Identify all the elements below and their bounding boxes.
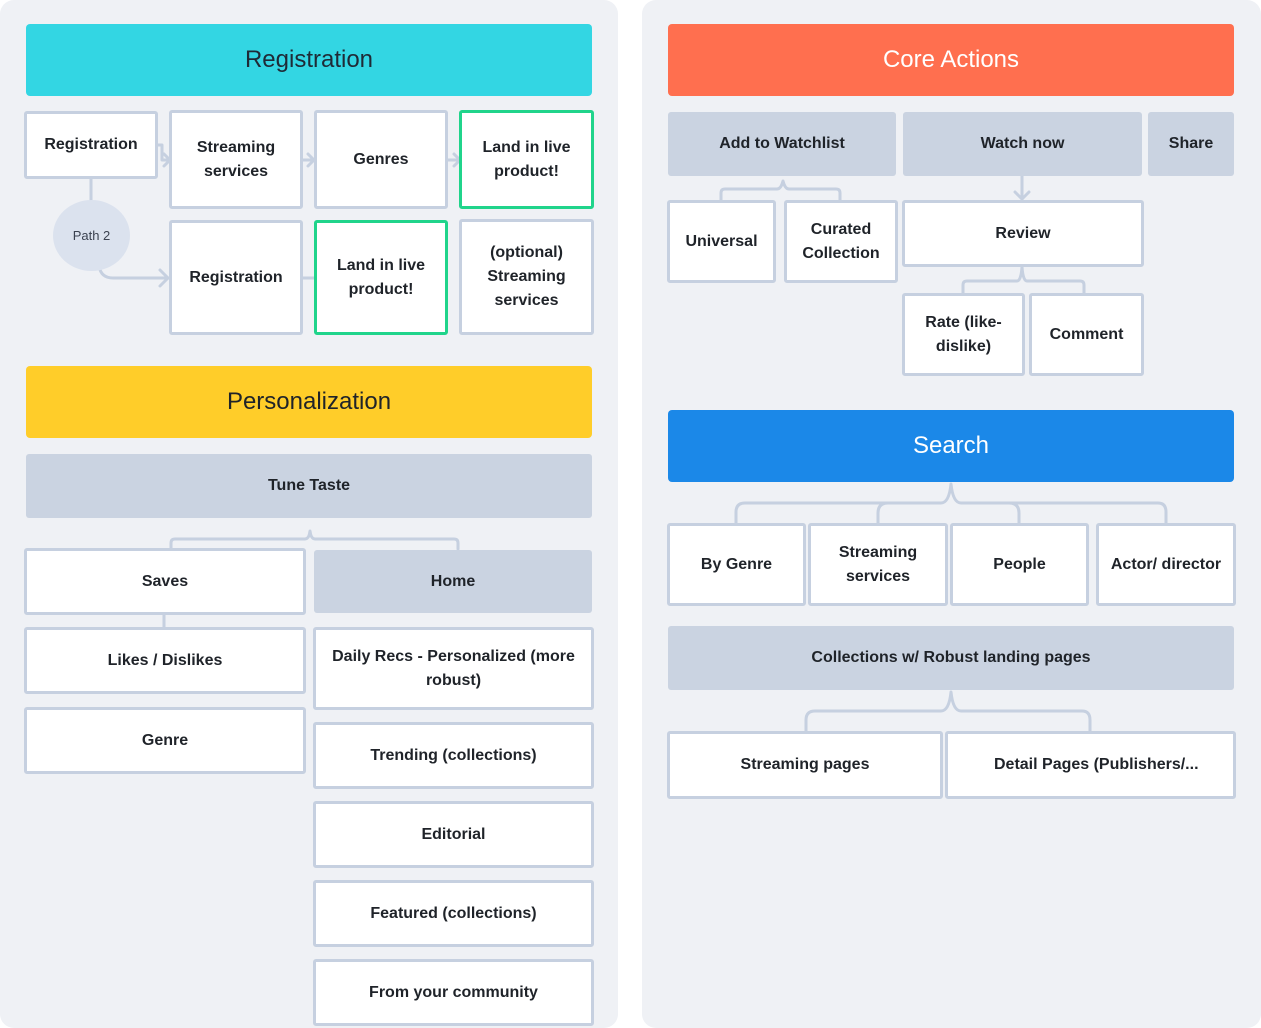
rate-like-dislike: Rate (like-dislike) bbox=[902, 293, 1025, 376]
search-title: Search bbox=[912, 432, 990, 459]
path2-optional-streaming: (optional) Streaming services bbox=[459, 219, 594, 335]
reg-step-registration: Registration bbox=[24, 111, 158, 179]
share: Share bbox=[1148, 112, 1234, 176]
saves-likes-dislikes: Likes / Dislikes bbox=[24, 627, 306, 694]
tune-taste: Tune Taste bbox=[26, 454, 592, 518]
path2-registration: Registration bbox=[169, 220, 303, 335]
search-actor-director: Actor/ director bbox=[1096, 523, 1236, 606]
search-by-genre: By Genre bbox=[667, 523, 806, 606]
home-featured: Featured (collections) bbox=[313, 880, 594, 947]
reg-step-genres: Genres bbox=[314, 110, 448, 209]
review: Review bbox=[902, 200, 1144, 267]
detail-pages: Detail Pages (Publishers/... bbox=[945, 731, 1236, 799]
search-streaming-services: Streaming services bbox=[808, 523, 948, 606]
path2-land-live: Land in live product! bbox=[314, 220, 448, 335]
home-trending: Trending (collections) bbox=[313, 722, 594, 789]
registration-title: Registration bbox=[244, 46, 374, 73]
home-community: From your community bbox=[313, 959, 594, 1026]
personalization-title: Personalization bbox=[226, 388, 392, 415]
core-actions-header: Core Actions bbox=[668, 24, 1234, 96]
home-editorial: Editorial bbox=[313, 801, 594, 868]
path2-badge: Path 2 bbox=[53, 200, 130, 271]
curated-collection: Curated Collection bbox=[784, 200, 898, 283]
add-to-watchlist: Add to Watchlist bbox=[668, 112, 896, 176]
streaming-pages: Streaming pages bbox=[667, 731, 943, 799]
home-daily-recs: Daily Recs - Personalized (more robust) bbox=[313, 627, 594, 710]
registration-header: Registration bbox=[26, 24, 592, 96]
home: Home bbox=[314, 550, 592, 613]
reg-step-streaming-services: Streaming services bbox=[169, 110, 303, 209]
comment: Comment bbox=[1029, 293, 1144, 376]
collections-landing-pages: Collections w/ Robust landing pages bbox=[668, 626, 1234, 690]
reg-step-land-live: Land in live product! bbox=[459, 110, 594, 209]
search-people: People bbox=[950, 523, 1089, 606]
watch-now: Watch now bbox=[903, 112, 1142, 176]
saves-genre: Genre bbox=[24, 707, 306, 774]
saves: Saves bbox=[24, 548, 306, 615]
personalization-header: Personalization bbox=[26, 366, 592, 438]
search-header: Search bbox=[668, 410, 1234, 482]
universal: Universal bbox=[667, 200, 776, 283]
core-actions-title: Core Actions bbox=[882, 46, 1020, 73]
